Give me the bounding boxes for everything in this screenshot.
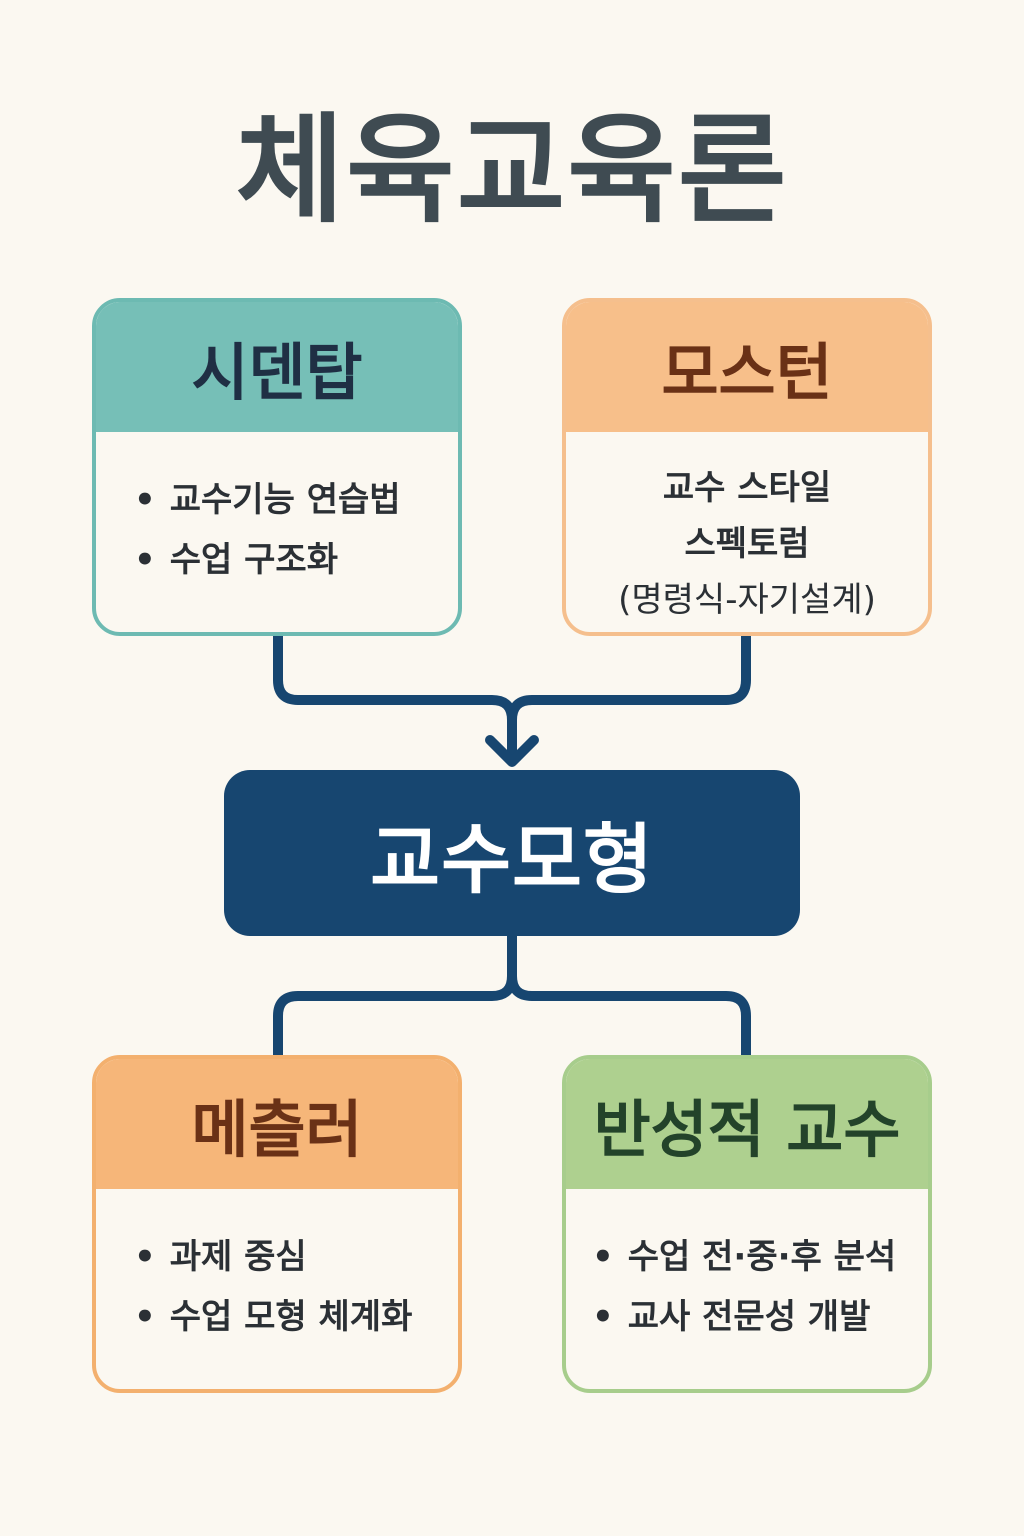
card-header-reflective: 반성적 교수 [566, 1059, 928, 1189]
card-body-siedentop: 교수기능 연습법 수업 구조화 [96, 432, 458, 632]
list-item: 교수기능 연습법 [134, 470, 401, 530]
card-mosston: 모스턴 교수 스타일 스펙토럼 (명령식-자기설계) [562, 298, 932, 636]
center-node: 교수모형 [224, 770, 800, 936]
card-body-mosston: 교수 스타일 스펙토럼 (명령식-자기설계) [566, 432, 928, 632]
list-item: 수업 전·중·후 분석 [592, 1227, 896, 1287]
list-item: 교사 전문성 개발 [592, 1287, 896, 1347]
text-line: 스펙토럼 [684, 524, 810, 564]
connector-bottom-right [507, 971, 751, 1060]
card-siedentop: 시덴탑 교수기능 연습법 수업 구조화 [92, 298, 462, 636]
card-header-mosston: 모스턴 [566, 302, 928, 432]
card-header-metzler: 메츨러 [96, 1059, 458, 1189]
list-item: 수업 모형 체계화 [134, 1287, 413, 1347]
text-line: (명령식-자기설계) [618, 580, 876, 620]
list-item: 과제 중심 [134, 1227, 412, 1287]
list-item: 수업 구조화 [134, 530, 401, 590]
connector-top-left [273, 631, 517, 765]
page-title: 체육교육론 [235, 101, 789, 239]
card-body-metzler: 과제 중심 수업 모형 체계화 [96, 1189, 458, 1389]
connector-top-right [507, 631, 751, 725]
connector-bottom-left [273, 931, 517, 1060]
card-metzler: 메츨러 과제 중심 수업 모형 체계화 [92, 1055, 462, 1393]
arrow-head-icon [485, 735, 539, 767]
card-body-reflective: 수업 전·중·후 분석 교사 전문성 개발 [566, 1189, 928, 1389]
text-line: 교수 스타일 [662, 468, 832, 508]
card-header-siedentop: 시덴탑 [96, 302, 458, 432]
card-reflective: 반성적 교수 수업 전·중·후 분석 교사 전문성 개발 [562, 1055, 932, 1393]
